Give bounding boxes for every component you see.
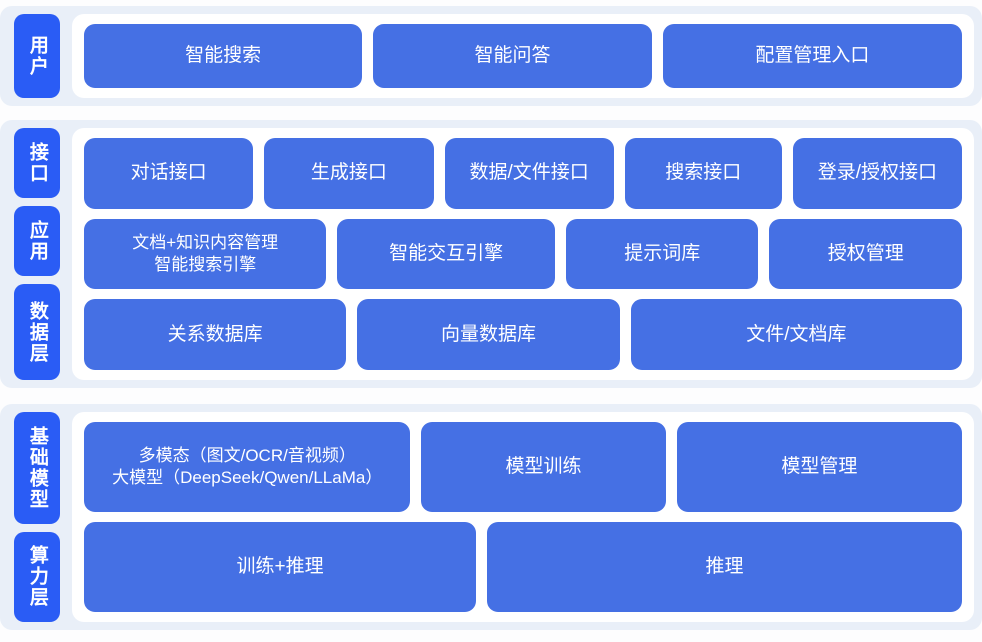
rail-chip-label: 应用: [26, 220, 48, 262]
card-smart-interaction-engine[interactable]: 智能交互引擎: [337, 218, 555, 290]
rail-chip-application: 应用: [14, 206, 60, 276]
rail-chip-label: 基础模型: [26, 425, 48, 510]
card-smart-search[interactable]: 智能搜索: [84, 24, 363, 88]
row-data-stores: 关系数据库 向量数据库 文件/文档库: [84, 299, 962, 371]
card-inference[interactable]: 推理: [487, 522, 962, 612]
row-applications: 文档+知识内容管理 智能搜索引擎 智能交互引擎 提示词库 授权管理: [84, 218, 963, 290]
card-doc-knowledge-management[interactable]: 文档+知识内容管理 智能搜索引擎: [84, 218, 327, 290]
section-users: 用户 智能搜索 智能问答 配置管理入口: [0, 6, 982, 106]
row-models: 多模态（图文/OCR/音视频） 大模型（DeepSeek/Qwen/LLaMa）…: [84, 422, 962, 512]
section-foundation: 基础模型 算力层 多模态（图文/OCR/音视频） 大模型（DeepSeek/Qw…: [0, 404, 982, 630]
rail-chip-label: 用户: [26, 35, 48, 77]
panel-middle: 对话接口 生成接口 数据/文件接口 搜索接口 登录/授权接口 文档+知识内容管理…: [72, 128, 974, 380]
panel-users: 智能搜索 智能问答 配置管理入口: [72, 14, 974, 98]
card-auth-management[interactable]: 授权管理: [769, 218, 963, 290]
card-multimodal-large-model[interactable]: 多模态（图文/OCR/音视频） 大模型（DeepSeek/Qwen/LLaMa）: [84, 422, 411, 512]
card-model-training[interactable]: 模型训练: [421, 422, 666, 512]
card-model-management[interactable]: 模型管理: [676, 422, 962, 512]
rail-chip-data-layer: 数据层: [14, 284, 60, 380]
rail-chip-users: 用户: [14, 14, 60, 98]
rail-chip-label: 算力层: [26, 545, 48, 609]
row-user-entries: 智能搜索 智能问答 配置管理入口: [84, 24, 963, 88]
rail-chip-label: 数据层: [26, 300, 48, 364]
row-compute: 训练+推理 推理: [84, 522, 962, 612]
card-vector-database[interactable]: 向量数据库: [357, 299, 620, 371]
card-relational-database[interactable]: 关系数据库: [84, 299, 347, 371]
card-training-inference[interactable]: 训练+推理: [84, 522, 477, 612]
rail-chip-foundation-model: 基础模型: [14, 412, 60, 524]
card-prompt-library[interactable]: 提示词库: [565, 218, 759, 290]
panel-foundation: 多模态（图文/OCR/音视频） 大模型（DeepSeek/Qwen/LLaMa）…: [72, 412, 974, 622]
rail-chip-interface: 接口: [14, 128, 60, 198]
card-config-management[interactable]: 配置管理入口: [662, 24, 963, 88]
card-login-auth-interface[interactable]: 登录/授权接口: [792, 138, 962, 209]
rail-foundation: 基础模型 算力层: [14, 412, 60, 622]
card-search-interface[interactable]: 搜索接口: [624, 138, 782, 209]
card-file-document-store[interactable]: 文件/文档库: [630, 299, 962, 371]
section-middle: 接口 应用 数据层 对话接口 生成接口 数据/文件接口 搜索接口 登录/授权接口…: [0, 120, 982, 388]
card-dialog-interface[interactable]: 对话接口: [84, 138, 254, 209]
rail-chip-label: 接口: [26, 142, 48, 184]
rail-users: 用户: [14, 14, 60, 98]
row-interfaces: 对话接口 生成接口 数据/文件接口 搜索接口 登录/授权接口: [84, 138, 962, 209]
card-smart-qa[interactable]: 智能问答: [373, 24, 652, 88]
rail-middle: 接口 应用 数据层: [14, 128, 60, 380]
rail-chip-compute-layer: 算力层: [14, 531, 60, 622]
card-generation-interface[interactable]: 生成接口: [264, 138, 434, 209]
card-data-file-interface[interactable]: 数据/文件接口: [444, 138, 614, 209]
